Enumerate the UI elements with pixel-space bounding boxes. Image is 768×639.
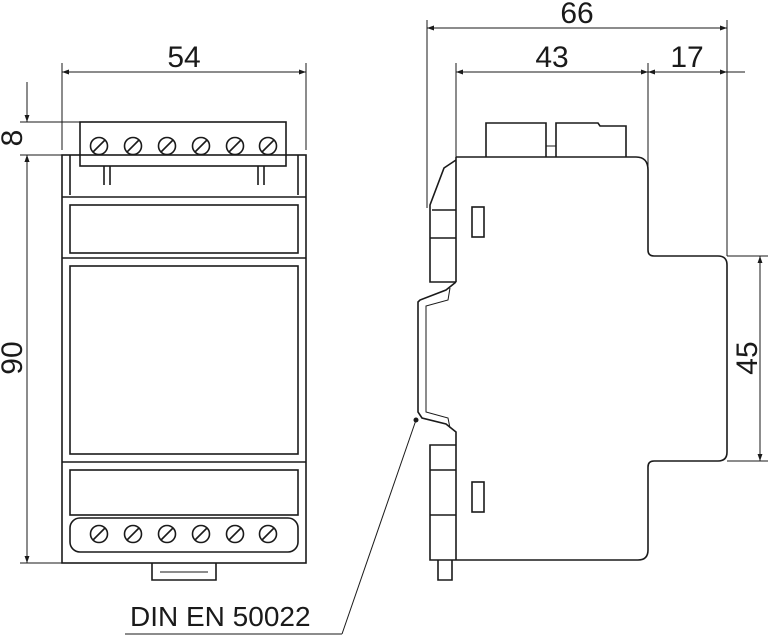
- screw-icon: [89, 136, 109, 156]
- din-rail-profile: [417, 281, 457, 445]
- side-view: [417, 122, 728, 581]
- screw-icon: [123, 136, 143, 156]
- dim-body-height: 90: [0, 341, 29, 374]
- din-clip: [151, 563, 217, 581]
- upper-label-strip: [69, 204, 299, 254]
- dim-terminal-height: 8: [0, 130, 29, 147]
- lower-terminal-side: [429, 444, 456, 561]
- screw-icon: [258, 136, 278, 156]
- top-screw-terminals: [89, 136, 109, 156]
- front-view: [61, 121, 307, 581]
- screw-icon: [89, 524, 109, 544]
- screw-icon: [157, 524, 177, 544]
- side-terminal-right: [555, 122, 627, 157]
- front-panel: [69, 265, 299, 455]
- top-terminal-block: [79, 121, 287, 167]
- screw-icon: [225, 136, 245, 156]
- din-rail-leader: [341, 419, 417, 635]
- dim-front-width: 54: [167, 41, 200, 74]
- screw-icon: [258, 524, 278, 544]
- screw-icon: [225, 524, 245, 544]
- bottom-screw-row: [89, 524, 278, 544]
- bottom-terminal-block: [69, 517, 299, 553]
- top-screw-row: [123, 136, 278, 156]
- screw-icon: [191, 524, 211, 544]
- dim-total-depth: 66: [560, 0, 593, 30]
- screw-icon: [191, 136, 211, 156]
- lower-label-strip: [69, 469, 299, 516]
- din-rail-label: DIN EN 50022: [130, 601, 311, 632]
- dimension-lines: [20, 20, 768, 635]
- dim-body-depth: 43: [535, 41, 568, 74]
- side-terminal-left: [485, 122, 547, 157]
- front-housing-outline: [61, 154, 307, 564]
- screw-icon: [123, 524, 143, 544]
- upper-indicator-window: [471, 206, 485, 238]
- lower-indicator-window: [471, 481, 485, 513]
- dim-front-protrusion: 17: [670, 41, 703, 74]
- upper-terminal-side: [429, 159, 457, 283]
- screw-icon: [157, 136, 177, 156]
- side-body-outline: [456, 156, 728, 561]
- dim-front-height: 45: [731, 341, 764, 374]
